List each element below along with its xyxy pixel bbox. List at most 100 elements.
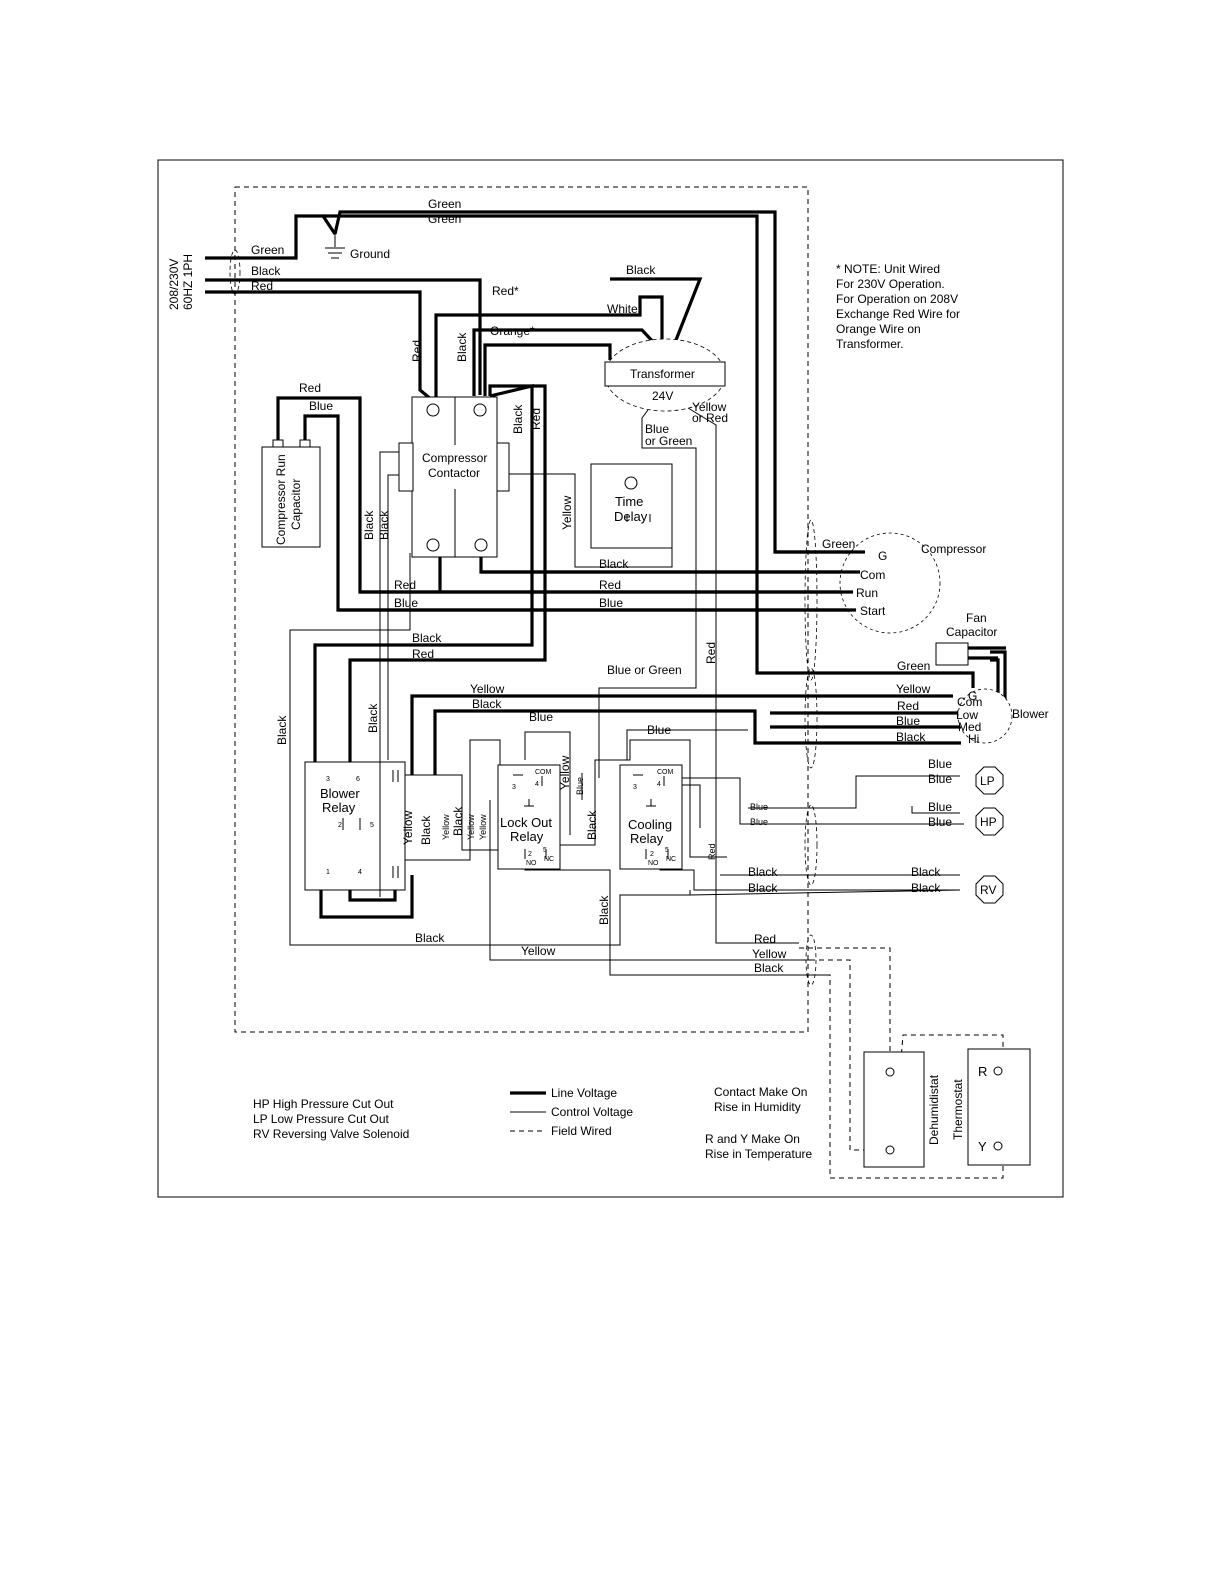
lockout-relay-com: COM: [535, 769, 552, 776]
wire-label: Black: [455, 332, 469, 362]
cooling-relay-pin-3: 3: [633, 784, 637, 791]
wire-label: Black: [585, 810, 599, 840]
blower-relay: [304, 761, 406, 891]
compressor-terminal-g: G: [878, 549, 887, 563]
wire-label: Red: [707, 843, 717, 860]
wire-label: Blue: [928, 815, 952, 829]
wire-label: Red: [299, 381, 321, 395]
blower-relay-pin-3: 3: [326, 776, 330, 783]
transformer: [604, 338, 726, 412]
blower-terminal-med: Med: [958, 720, 981, 734]
wire-label: Blue: [928, 757, 952, 771]
temperature-note-line1: R and Y Make On: [705, 1132, 800, 1146]
wire-label: Black: [597, 895, 611, 925]
wire-label: Black: [377, 510, 391, 540]
blower-relay-pin-2: 2: [338, 822, 342, 829]
wire-label: Yellow: [466, 814, 476, 840]
wire-label: Black: [362, 510, 376, 540]
humidity-note-line1: Contact Make On: [714, 1085, 807, 1099]
thermostat-label: Thermostat: [951, 1079, 965, 1140]
fan-capacitor-label-line1: Fan: [966, 611, 987, 625]
wire-label: Red: [412, 647, 434, 661]
wire-label: Black: [251, 264, 281, 278]
wire-label: Yellow: [560, 495, 574, 530]
wire-label: Blue: [928, 800, 952, 814]
wire-label: Green: [428, 197, 461, 211]
cooling-relay-nc: NC: [666, 856, 676, 863]
blower-motor: [957, 688, 1013, 744]
wire-label: Blue: [896, 714, 920, 728]
blower-label: Blower: [1012, 707, 1049, 721]
abbr-rv: RV Reversing Valve Solenoid: [253, 1127, 409, 1141]
wire-label: Red*: [492, 284, 519, 298]
wire-label: Black: [412, 631, 442, 645]
wire-labels: Green Green Green Black Red Black Red* W…: [251, 197, 952, 975]
wire-label: Yellow: [752, 947, 787, 961]
wire-label: Blue: [647, 723, 671, 737]
wire-label: Black: [366, 703, 380, 733]
blower-terminal-low: Low: [956, 708, 978, 722]
lp-label: LP: [980, 774, 995, 788]
lp-switch: [975, 766, 1004, 795]
compressor-contactor: [398, 396, 510, 558]
cooling-relay-pin-5: 5: [665, 847, 669, 854]
lockout-relay: [497, 764, 561, 870]
wire-label: Black: [748, 881, 778, 895]
time-delay: [590, 463, 673, 549]
cooling-relay: [619, 764, 683, 870]
wire-label: Black: [275, 715, 289, 745]
wire-label: Black: [451, 806, 465, 836]
wire-label: Green: [428, 212, 461, 226]
blower-relay-pin-4: 4: [358, 869, 362, 876]
time-delay-label-line2: Delay: [614, 509, 648, 524]
rv-solenoid: [975, 875, 1004, 904]
lockout-relay-label-line2: Relay: [510, 829, 544, 844]
compressor-run-capacitor: [261, 439, 321, 548]
transformer-voltage-label: 24V: [652, 389, 673, 403]
wire-label: Red: [897, 699, 919, 713]
wire-label: Yellow: [521, 944, 556, 958]
note-line: Transformer.: [836, 337, 904, 351]
wire-label: Black: [911, 865, 941, 879]
blower-relay-label-line2: Relay: [322, 800, 356, 815]
lockout-relay-pin-4: 4: [535, 781, 539, 788]
thermostat-r-label: R: [978, 1064, 987, 1079]
lockout-relay-pin-3: 3: [512, 784, 516, 791]
diagram-frame: [157, 159, 1064, 1198]
cooling-relay-com: COM: [657, 769, 674, 776]
wire-label: Black: [599, 557, 629, 571]
compressor-label: Compressor: [921, 542, 986, 556]
note-line: For Operation on 208V: [836, 292, 958, 306]
wire-label: Green: [251, 243, 284, 257]
rv-label: RV: [980, 883, 996, 897]
blower-relay-pin-6: 6: [356, 776, 360, 783]
thermostat-y-label: Y: [978, 1139, 987, 1154]
wire-label: or Green: [645, 434, 692, 448]
wire-label: Black: [754, 961, 784, 975]
blower-relay-label-line1: Blower: [320, 786, 360, 801]
ground-symbol: [325, 234, 345, 259]
cooling-relay-label-line1: Cooling: [628, 817, 672, 832]
wire-label: Black: [748, 865, 778, 879]
legend: Line Voltage Control Voltage Field Wired: [510, 1086, 633, 1138]
wire-label: Orange*: [490, 324, 535, 338]
wire-label: Blue: [750, 802, 768, 812]
wire-label: Yellow: [896, 682, 931, 696]
abbr-lp: LP Low Pressure Cut Out: [253, 1112, 390, 1126]
compressor-leads: [338, 550, 865, 612]
wire-label: Black: [626, 263, 656, 277]
blower-relay-pin-1: 1: [326, 869, 330, 876]
lockout-relay-nc: NC: [544, 856, 554, 863]
dehumidistat-label: Dehumidistat: [927, 1074, 941, 1145]
wire-label: Green: [897, 659, 930, 673]
wire-label: Blue: [575, 777, 585, 795]
abbr-hp: HP High Pressure Cut Out: [253, 1097, 394, 1111]
wire-label: Blue: [309, 399, 333, 413]
blower-terminal-g: G: [968, 689, 977, 703]
wire-label: Blue: [529, 710, 553, 724]
note-line: For 230V Operation.: [836, 277, 945, 291]
wire-label: Blue: [928, 772, 952, 786]
lockout-relay-label-line1: Lock Out: [500, 815, 552, 830]
wire-label: Blue: [599, 596, 623, 610]
legend-control-voltage-label: Control Voltage: [551, 1105, 633, 1119]
